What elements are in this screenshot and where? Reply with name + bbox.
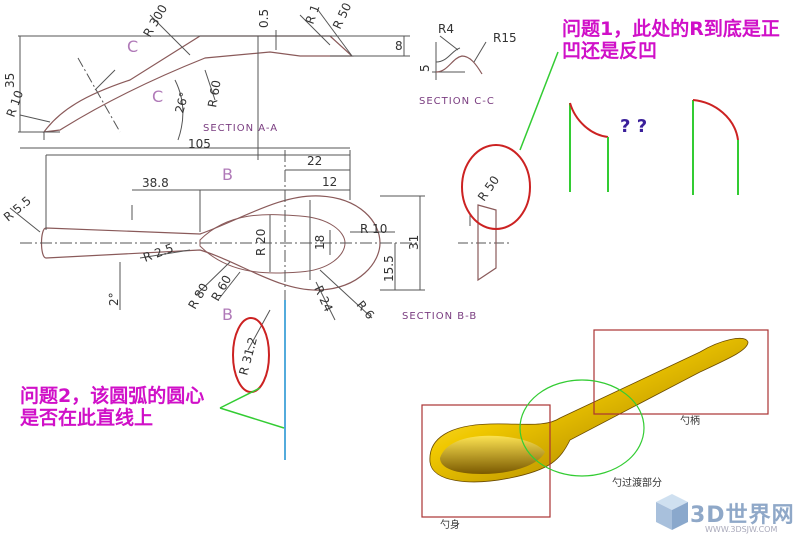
- section-aa-title: SECTION A-A: [203, 123, 278, 134]
- dim-r1: R 1: [303, 3, 323, 26]
- dim-12: 12: [322, 175, 337, 189]
- section-bb: [458, 204, 512, 282]
- label-b-bottom: B: [222, 305, 233, 324]
- leader-q2a: [219, 387, 261, 409]
- dim-8: 8: [395, 39, 403, 53]
- spoon-render: [429, 338, 749, 483]
- box-handle: [593, 329, 769, 415]
- dim-r80: R 80: [185, 281, 211, 312]
- dim-r60-top: R 60: [208, 273, 234, 304]
- section-cc: [432, 35, 487, 80]
- leader-q1: [519, 51, 559, 151]
- dim-r20: R 20: [254, 229, 268, 256]
- label-c-top: C: [127, 37, 138, 56]
- label-handle: 勺柄: [680, 414, 700, 427]
- dim-r10-aa: R 10: [4, 88, 27, 119]
- spoon-profile-aa: [42, 35, 354, 133]
- dim-22: 22: [307, 154, 322, 168]
- label-b-top: B: [222, 165, 233, 184]
- dim-0-5: 0.5: [257, 9, 271, 28]
- concavity-sketches: [569, 99, 739, 195]
- dim-r50-aa: R 50: [330, 0, 354, 31]
- label-transition: 勺过渡部分: [612, 476, 662, 489]
- dim-105: 105: [188, 137, 211, 151]
- logo-cube-icon: [656, 494, 688, 530]
- circle-transition: [519, 379, 645, 477]
- section-bb-title: SECTION B-B: [402, 311, 477, 322]
- label-c-bottom: C: [152, 87, 163, 106]
- box-body: [421, 404, 551, 518]
- dim-r4: R4: [438, 22, 454, 36]
- dim-r300: R 300: [140, 2, 170, 39]
- dim-2deg: 2°: [107, 292, 121, 306]
- section-cc-title: SECTION C-C: [419, 96, 495, 107]
- section-aa: [18, 9, 410, 160]
- dim-r60-aa: R 60: [205, 79, 224, 108]
- spoon-outline-top: [40, 195, 381, 291]
- dim-5: 5: [418, 64, 432, 72]
- top-view: [9, 150, 425, 351]
- dim-r24: R 24: [311, 283, 335, 314]
- dim-38-8: 38.8: [142, 176, 169, 190]
- label-body: 勺身: [440, 518, 460, 531]
- logo-brand: 3D世界网: [690, 503, 795, 528]
- logo-url: WWW.3DSJW.COM: [705, 525, 778, 534]
- leader-q2b: [219, 407, 285, 429]
- dim-26: 26°: [172, 91, 191, 115]
- dim-r31-2: R 31.2: [236, 336, 260, 377]
- highlight-r50: [461, 144, 531, 230]
- dim-r2-5: R 2.5: [141, 241, 175, 265]
- dim-r15: R15: [493, 31, 517, 45]
- question-marks: ? ?: [620, 116, 647, 137]
- question-1: 问题1，此处的R到底是正凹还是反凹: [562, 18, 780, 62]
- question-2: 问题2，该圆弧的圆心是否在此直线上: [20, 385, 205, 429]
- dim-15-5: 15.5: [382, 255, 396, 282]
- dim-r10-top: R 10: [360, 222, 387, 236]
- dim-r6: R 6: [354, 298, 377, 322]
- dim-18: 18: [313, 235, 327, 250]
- dim-35: 35: [3, 73, 17, 88]
- dim-r50-bb: R 50: [475, 173, 502, 203]
- dim-r5-5: R 5.5: [1, 193, 34, 224]
- dim-31: 31: [407, 235, 421, 250]
